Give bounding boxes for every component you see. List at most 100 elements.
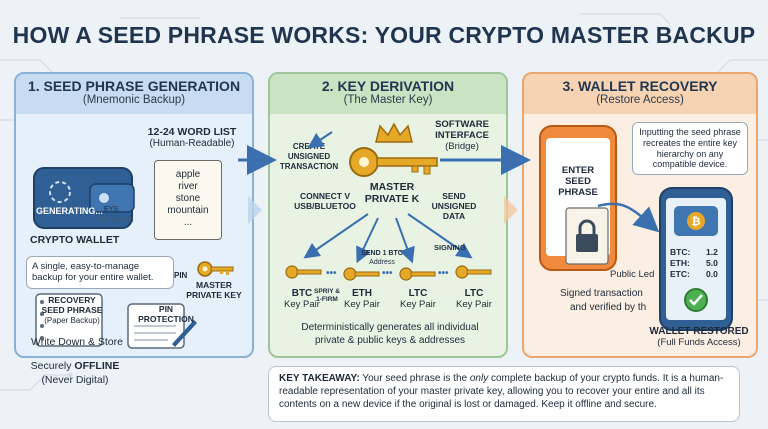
panel1-header: 1. SEED PHRASE GENERATION (Mnemonic Back… xyxy=(16,74,252,114)
eys-label: EYS xyxy=(104,206,119,213)
page-title: HOW A SEED PHRASE WORKS: YOUR CRYPTO MAS… xyxy=(12,22,756,48)
write-securely: Securely xyxy=(30,360,72,372)
send-btc-label-1: SEND 1 BTC xyxy=(361,250,403,257)
panel3-heading: 3. WALLET RECOVERY xyxy=(562,78,718,94)
crypto-wallet-label: CRYPTO WALLET xyxy=(30,234,120,246)
balance-value: 5.0 xyxy=(706,258,718,268)
recovery-label-3: (Paper Backup) xyxy=(44,316,100,325)
takeaway-label: KEY TAKEAWAY: xyxy=(279,373,360,384)
key-pair-name: ETH xyxy=(352,288,372,299)
connect-label-1: CONNECT V xyxy=(299,191,351,201)
software-label-3: (Bridge) xyxy=(445,141,479,152)
derivation-arrows xyxy=(303,131,473,264)
key-takeaway-box: KEY TAKEAWAY: Your seed phrase is the on… xyxy=(268,366,740,422)
spriy-label-1: SPRIY & xyxy=(314,288,340,295)
derivation-footer-1: Deterministically generates all individu… xyxy=(301,322,479,333)
seed-word: ... xyxy=(183,217,193,228)
enter-label-3: PHRASE xyxy=(558,187,598,198)
write-never-digital: (Never Digital) xyxy=(41,374,109,386)
seed-word: apple xyxy=(175,169,201,180)
balance-value: 1.2 xyxy=(706,247,718,257)
dots-separator: ••• xyxy=(438,268,449,279)
restored-phone-icon: ₿ xyxy=(659,187,733,331)
clipboard-pen-icon xyxy=(127,303,197,349)
master-label-1: MASTER xyxy=(369,181,415,193)
create-label-2: UNSIGNED xyxy=(287,152,331,161)
derivation-footer-2: private & public keys & addresses xyxy=(314,335,466,346)
word-list-scroll: apple river stone mountain ... xyxy=(154,160,222,240)
public-ledger-label: Public Led xyxy=(610,269,655,280)
master-key-label-2: PRIVATE KEY xyxy=(186,290,242,300)
seed-word: river xyxy=(178,181,198,192)
write-down-label: Write Down & Store xyxy=(30,336,123,348)
panel-key-derivation: 2. KEY DERIVATION (The Master Key) CREAT… xyxy=(268,72,508,358)
write-securely-row: Securely OFFLINE xyxy=(20,360,130,372)
recovery-info-box: Inputting the seed phrase recreates the … xyxy=(632,122,748,176)
connect-label-2: USB/BLUETOO xyxy=(294,201,356,211)
send-btc-label-2: Address xyxy=(369,259,395,266)
panel1-subheading: (Mnemonic Backup) xyxy=(82,94,186,106)
software-label-2: INTERFACE xyxy=(435,130,489,141)
locked-document-icon xyxy=(565,207,609,265)
pin-protection-label-1: PIN xyxy=(158,304,174,314)
word-list-subtitle: (Human-Readable) xyxy=(149,138,235,149)
key-pair-name: BTC xyxy=(291,288,313,299)
send-label-1: SEND xyxy=(442,191,466,201)
create-label-3: TRANSACTION xyxy=(279,162,339,171)
dots-separator: ••• xyxy=(382,268,393,279)
word-list-title: 12-24 WORD LIST xyxy=(147,126,237,138)
balance-label: BTC: xyxy=(670,247,691,257)
seed-word: mountain xyxy=(167,205,209,216)
restored-label-1: WALLET RESTORED xyxy=(649,326,749,337)
recovery-label-1: RECOVERY xyxy=(48,295,96,305)
takeaway-text-2: complete backup of your crypto funds. It… xyxy=(279,373,724,410)
master-key-crown-icon xyxy=(349,122,438,177)
signed-label-2: and verified by th xyxy=(570,302,647,313)
takeaway-text-1: Your seed phrase is the xyxy=(359,373,470,384)
key-pair-sub: Key Pair xyxy=(344,299,380,310)
panel2-subheading: (The Master Key) xyxy=(343,94,433,106)
send-label-3: DATA xyxy=(442,211,466,221)
btc-key-icon xyxy=(285,265,322,279)
key-pair-sub: Key Pair xyxy=(284,299,320,310)
panel1-heading: 1. SEED PHRASE GENERATION xyxy=(27,78,241,94)
crypto-wallet-icon xyxy=(33,167,135,229)
ltc-key-icon xyxy=(399,267,436,281)
eth-key-icon xyxy=(343,267,380,281)
panel2-heading: 2. KEY DERIVATION xyxy=(321,78,455,94)
key-pair-name: LTC xyxy=(408,288,428,299)
panel3-header: 3. WALLET RECOVERY (Restore Access) xyxy=(524,74,756,114)
ltc-key-icon xyxy=(455,265,492,279)
notebook-icon xyxy=(35,293,103,347)
key-pair-sub: Key Pair xyxy=(400,299,436,310)
software-label-1: SOFTWARE xyxy=(435,119,489,130)
write-offline: OFFLINE xyxy=(74,360,120,372)
panel3-subheading: (Restore Access) xyxy=(596,94,684,106)
key-pair-name: LTC xyxy=(464,288,484,299)
pin-label: PIN xyxy=(174,271,188,280)
generating-label: GENERATING... xyxy=(36,206,103,216)
takeaway-emphasis: only xyxy=(469,373,489,384)
balance-label: ETH: xyxy=(670,258,690,268)
enter-label-2: SEED xyxy=(565,176,591,187)
send-label-2: UNSIGNED xyxy=(431,201,477,211)
signed-label-1: Signed transaction xyxy=(560,288,643,299)
recovery-label-2: SEED PHRASE xyxy=(41,305,103,315)
signing-label: SIGNING xyxy=(434,243,466,252)
enter-label-1: ENTER xyxy=(561,165,595,176)
pin-protection-label-2: PROTECTION xyxy=(138,314,194,324)
panel2-header: 2. KEY DERIVATION (The Master Key) xyxy=(270,74,506,114)
spriy-label-2: 1-FIRM xyxy=(316,296,338,303)
key-pair-sub: Key Pair xyxy=(456,299,492,310)
dots-separator: ••• xyxy=(326,268,337,279)
encrypted-label: (Encrypted) xyxy=(100,216,134,223)
seed-word: stone xyxy=(175,193,201,204)
balance-label: ETC: xyxy=(670,269,690,279)
master-key-icon xyxy=(197,261,234,277)
master-key-label-1: MASTER xyxy=(196,280,232,290)
balance-value: 0.0 xyxy=(706,269,718,279)
restored-label-2: (Full Funds Access) xyxy=(657,337,741,348)
backup-note: A single, easy-to-manage backup for your… xyxy=(26,256,174,289)
svg-text:₿: ₿ xyxy=(692,216,701,228)
